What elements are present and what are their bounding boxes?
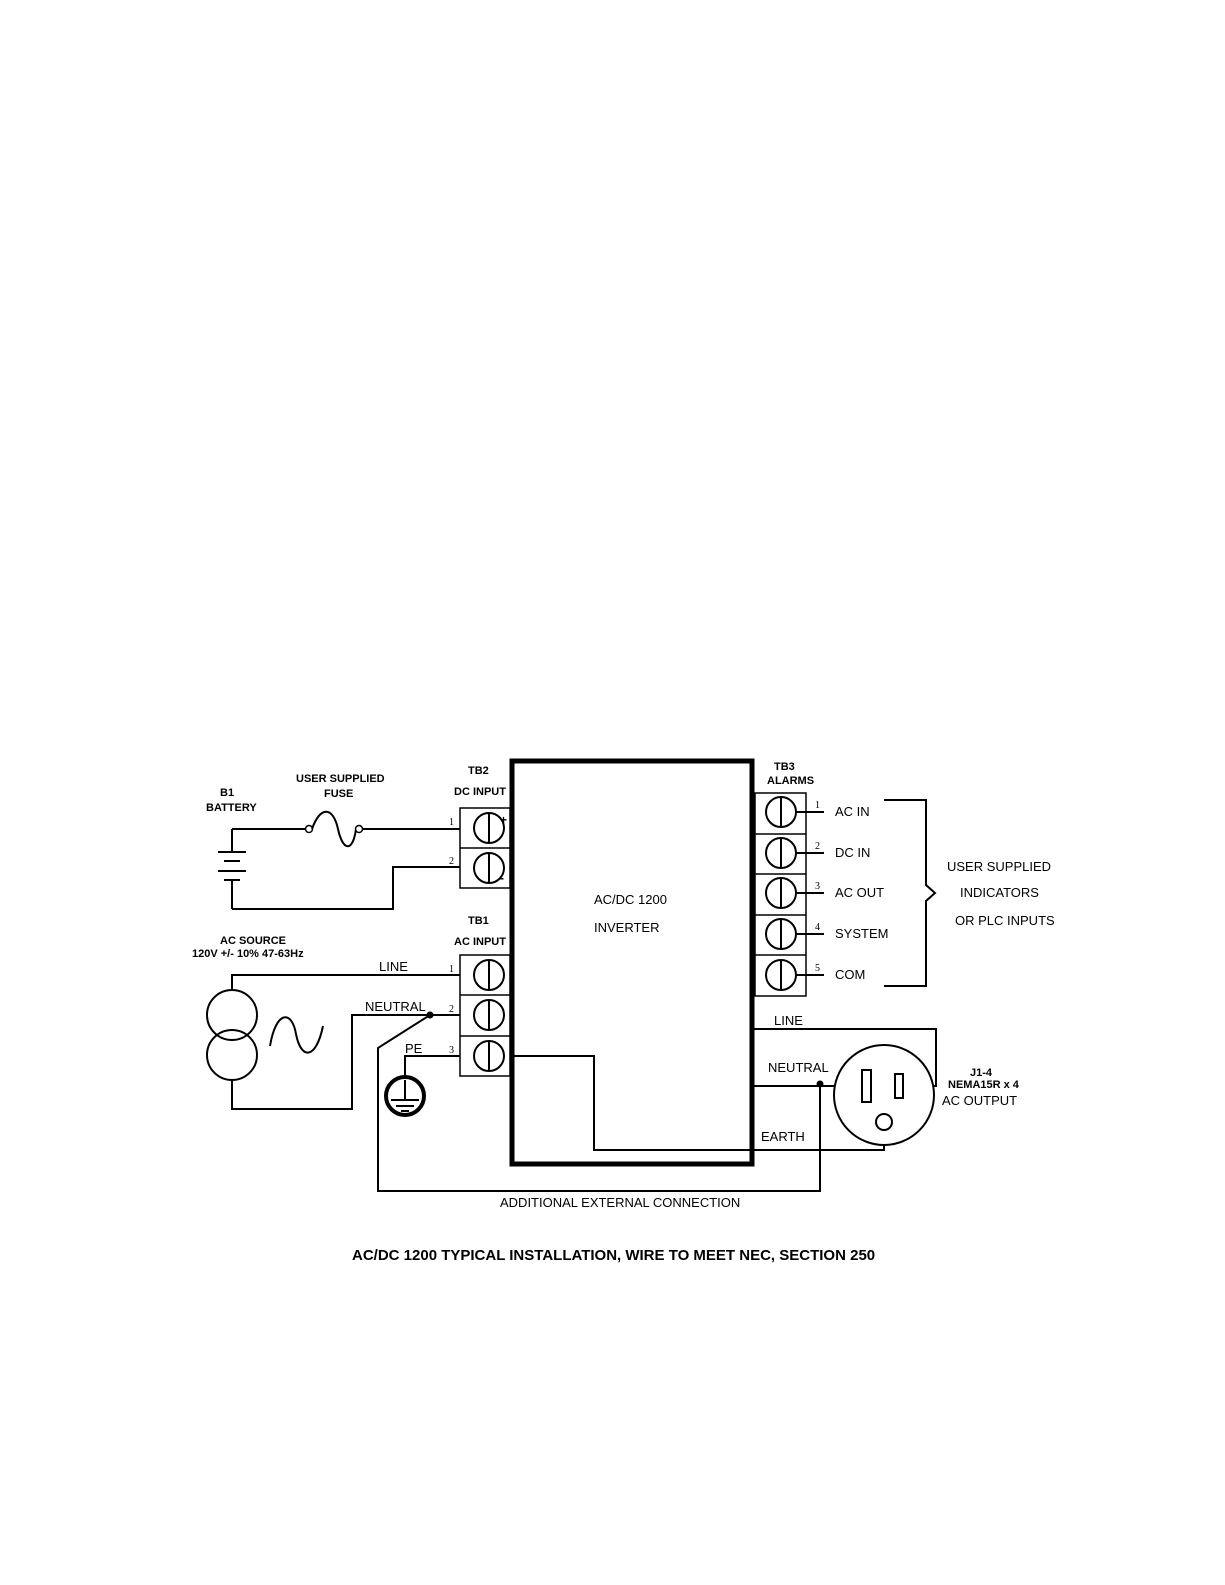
user-indicators-line-3: OR PLC INPUTS [955, 913, 1055, 928]
user-indicators-line-2: INDICATORS [960, 885, 1039, 900]
alarm-com: COM [835, 967, 865, 982]
output-connector-ref: J1-4 [970, 1067, 993, 1079]
tb1-label: AC INPUT [454, 936, 506, 948]
diagram-caption: AC/DC 1200 TYPICAL INSTALLATION, WIRE TO… [352, 1247, 875, 1264]
tb1-pin-3: 3 [449, 1045, 454, 1056]
tb3-pin-5: 5 [815, 963, 820, 974]
tb2-ref: TB2 [468, 765, 489, 777]
tb3-ref: TB3 [774, 761, 795, 773]
tb3-pin-2: 2 [815, 841, 820, 852]
ground-icon [384, 1075, 426, 1117]
fuse-label-2: FUSE [324, 788, 353, 800]
tb2-terminal-block [459, 807, 511, 889]
input-pe-label: PE [405, 1041, 423, 1056]
ac-source-symbol [206, 989, 324, 1081]
battery-ref: B1 [220, 787, 234, 799]
inverter-model: AC/DC 1200 [594, 892, 667, 907]
output-connector-label: AC OUTPUT [942, 1093, 1017, 1108]
external-connection-label: ADDITIONAL EXTERNAL CONNECTION [500, 1195, 740, 1210]
output-neutral-junction-dot [816, 1080, 824, 1088]
tb1-terminal-block [459, 954, 511, 1077]
input-line-label: LINE [379, 959, 408, 974]
alarm-ac-in: AC IN [835, 804, 870, 819]
indicator-brace [884, 799, 937, 987]
battery-symbol [218, 829, 246, 909]
inverter-box [509, 758, 755, 1167]
alarm-system: SYSTEM [835, 926, 888, 941]
fuse-label-1: USER SUPPLIED [296, 773, 385, 785]
pe-wire [404, 1055, 460, 1080]
tb2-polarity-plus: + [500, 813, 507, 827]
tb3-pin-3: 3 [815, 881, 820, 892]
tb3-pin-4: 4 [815, 922, 820, 933]
output-connector-type: NEMA15R x 4 [948, 1079, 1020, 1091]
input-neutral-label: NEUTRAL [365, 999, 426, 1014]
battery-negative-wire [232, 866, 460, 910]
ac-source-spec: 120V +/- 10% 47-63Hz [192, 948, 304, 960]
tb2-label: DC INPUT [454, 786, 506, 798]
ac-neutral-wire [231, 1014, 460, 1110]
tb1-pin-2: 2 [449, 1004, 454, 1015]
outlet-icon [833, 1044, 935, 1146]
output-neutral-label: NEUTRAL [768, 1060, 829, 1075]
tb2-pin-1: 1 [449, 817, 454, 828]
neutral-junction-dot [426, 1011, 434, 1019]
inverter-name: INVERTER [594, 920, 660, 935]
output-earth-label: EARTH [761, 1129, 805, 1144]
fuse-symbol [232, 810, 460, 848]
external-connection-wire [377, 1014, 821, 1192]
user-indicators-line-1: USER SUPPLIED [947, 859, 1051, 874]
tb1-ref: TB1 [468, 915, 489, 927]
ac-line-wire [231, 974, 460, 990]
alarm-dc-in: DC IN [835, 845, 870, 860]
battery-label: BATTERY [206, 802, 257, 814]
tb1-pin-1: 1 [449, 964, 454, 975]
tb3-terminal-block [754, 792, 824, 997]
output-line-label: LINE [774, 1013, 803, 1028]
tb3-label: ALARMS [767, 775, 814, 787]
ac-source-label: AC SOURCE [220, 935, 286, 947]
tb3-pin-1: 1 [815, 800, 820, 811]
alarm-ac-out: AC OUT [835, 885, 884, 900]
tb2-pin-2: 2 [449, 856, 454, 867]
tb2-polarity-minus: - [500, 871, 504, 885]
